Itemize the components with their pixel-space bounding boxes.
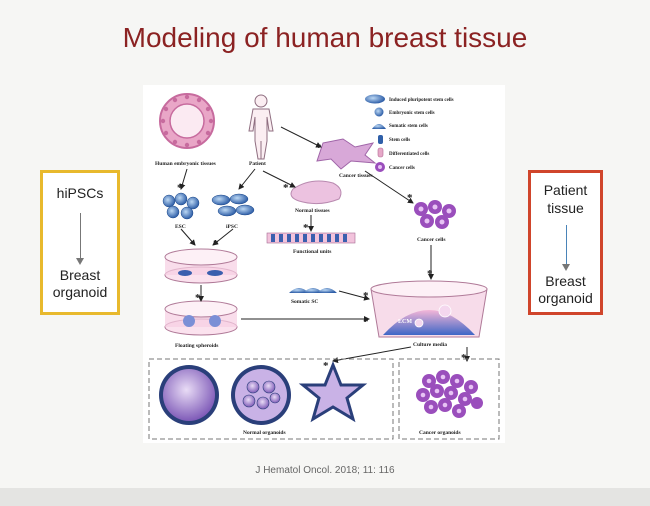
- svg-text:*: *: [363, 290, 369, 302]
- citation: J Hematol Oncol. 2018; 11: 116: [255, 465, 395, 476]
- stem-cell-icon: [378, 135, 383, 144]
- breast-organoid-figure: Human embryonic tissues Patient Induced …: [143, 85, 505, 443]
- down-arrow-icon: [76, 213, 84, 265]
- somatic-sc-label: Somatic SC: [291, 299, 318, 305]
- cancer-organoids-label: Cancer organoids: [419, 430, 461, 436]
- svg-text:*: *: [177, 182, 183, 194]
- ecm-dome-icon: [370, 280, 488, 338]
- floating-spheroids-icon: [164, 300, 238, 336]
- culture-dish-icon: [164, 248, 238, 284]
- svg-text:*: *: [427, 268, 433, 280]
- patient-tissue-box: Patient tissue Breast organoid: [528, 170, 603, 315]
- bottom-band: [0, 488, 650, 506]
- ipsc-cell-icon: [365, 94, 385, 104]
- esc-label: ESC: [175, 224, 186, 230]
- functional-units-label: Functional units: [293, 249, 331, 255]
- svg-text:*: *: [407, 192, 413, 204]
- floating-spheroids-label: Floating spheroids: [175, 343, 218, 349]
- cancer-tissue-icon: [316, 138, 377, 170]
- flow-arrows: [179, 126, 470, 364]
- svg-text:*: *: [461, 352, 467, 364]
- normal-organoids-panel: [148, 358, 394, 440]
- ecm-label: ECM: [398, 319, 412, 325]
- patient-label: Patient: [249, 161, 266, 167]
- normal-tissues-label: Normal tissues: [295, 208, 330, 214]
- breast-organoid-label-right: Breast organoid: [538, 273, 593, 306]
- differentiated-cell-icon: [377, 147, 384, 158]
- svg-text:*: *: [283, 182, 289, 194]
- normal-organoids-label: Normal organoids: [243, 430, 286, 436]
- hipsc-box: hiPSCs Breast organoid: [40, 170, 120, 315]
- hipsc-label: hiPSCs: [56, 185, 104, 201]
- legend: Induced pluripotent stem cells Embryonic…: [365, 94, 454, 172]
- cancer-cells-label: Cancer cells: [417, 237, 445, 243]
- legend-item-6: Cancer cells: [389, 166, 415, 171]
- svg-text:*: *: [363, 316, 369, 328]
- cancer-cells-cluster-icon: [414, 200, 456, 229]
- culture-media-label: Culture media: [413, 342, 447, 348]
- functional-units-icon: [266, 232, 356, 244]
- cancer-tissues-label: Cancer tissues: [339, 173, 373, 179]
- svg-text:*: *: [195, 292, 201, 304]
- svg-text:*: *: [323, 360, 329, 372]
- esc-cell-icon: [374, 107, 384, 117]
- normal-organoid-1-icon: [159, 365, 219, 425]
- legend-item-5: Differentiated cells: [389, 152, 429, 157]
- patient-tissue-label: Patient tissue: [543, 182, 588, 216]
- ipsc-label: iPSC: [226, 224, 238, 230]
- patient-figure-icon: [248, 94, 274, 160]
- legend-item-3: Somatic stem cells: [389, 124, 428, 129]
- somatic-sc-icon: [289, 288, 337, 293]
- cancer-organoids-panel: [398, 358, 500, 440]
- legend-item-2: Embryonic stem cells: [389, 111, 435, 116]
- normal-tissue-icon: [290, 180, 342, 205]
- legend-item-1: Induced pluripotent stem cells: [389, 98, 454, 103]
- slide-title: Modeling of human breast tissue: [122, 22, 528, 53]
- embryonic-label: Human embryonic tissues: [155, 161, 216, 167]
- asterisk-markers: * * * * * * * * * * * *: [177, 142, 467, 372]
- svg-text:*: *: [213, 238, 219, 250]
- svg-text:*: *: [316, 142, 322, 154]
- normal-organoid-3-icon: [298, 360, 368, 423]
- down-arrow-icon: [561, 225, 570, 271]
- embryonic-tissue-icon: [159, 93, 215, 149]
- cancer-organoid-icon: [416, 370, 483, 418]
- svg-text:*: *: [303, 222, 309, 234]
- normal-organoid-2-icon: [231, 365, 291, 425]
- breast-organoid-label-left: Breast organoid: [52, 267, 108, 300]
- somatic-cell-icon: [372, 124, 386, 129]
- legend-item-4: Stem cells: [389, 138, 410, 143]
- esc-cluster-icon: [162, 192, 200, 220]
- ipsc-cluster-icon: [211, 193, 255, 217]
